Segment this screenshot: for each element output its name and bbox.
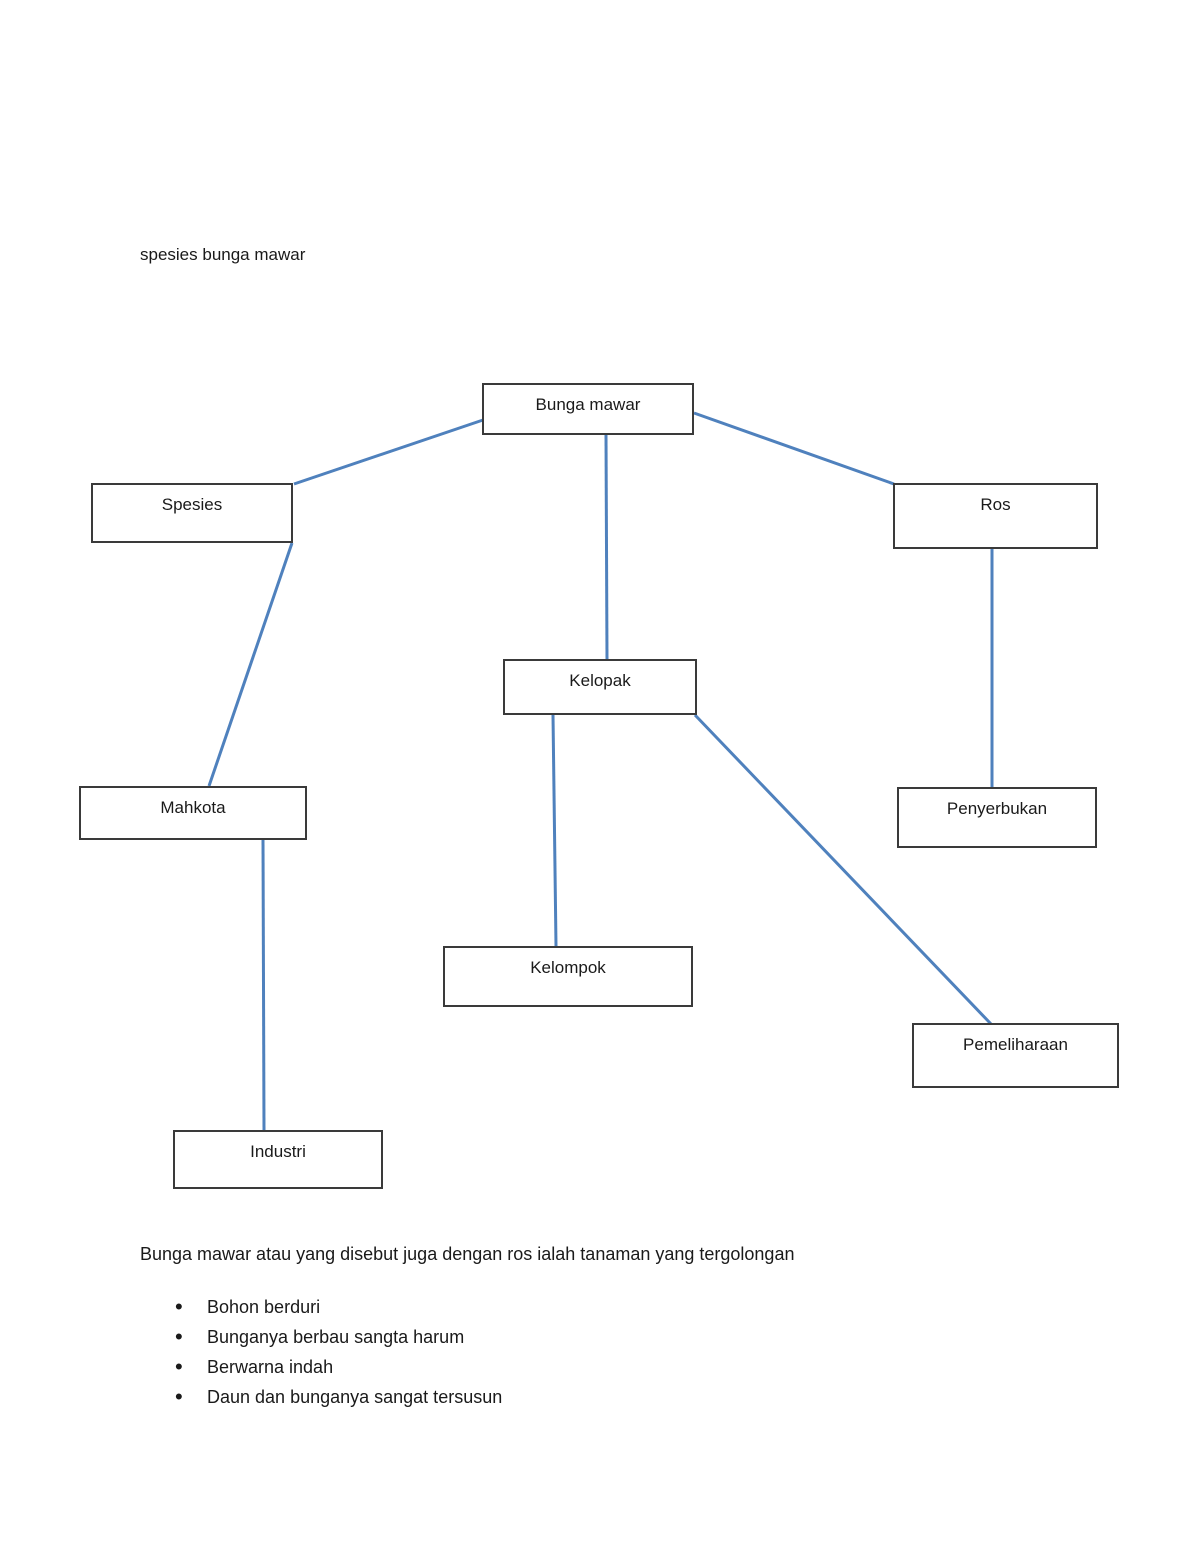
body-text-block: Bunga mawar atau yang disebut juga denga… [140, 1242, 1100, 1412]
connector-bunga-mawar-ros [693, 411, 895, 486]
intro-paragraph: Bunga mawar atau yang disebut juga denga… [140, 1244, 795, 1264]
node-label: Bunga mawar [535, 395, 641, 414]
node-penyerbukan: Penyerbukan [897, 787, 1097, 848]
node-mahkota: Mahkota [79, 786, 307, 840]
node-spesies: Spesies [91, 483, 293, 543]
connector-spesies-mahkota [207, 542, 294, 787]
node-label: Kelopak [569, 671, 631, 690]
list-item: Bunganya berbau sangta harum [175, 1322, 1100, 1352]
list-item: Bohon berduri [175, 1292, 1100, 1322]
node-label: Pemeliharaan [963, 1035, 1068, 1054]
node-bunga-mawar: Bunga mawar [482, 383, 694, 435]
page-title: spesies bunga mawar [140, 245, 306, 264]
node-kelompok: Kelompok [443, 946, 693, 1007]
node-label: Ros [980, 495, 1011, 514]
feature-bullet-list: Bohon berduri Bunganya berbau sangta har… [140, 1292, 1100, 1412]
connector-bunga-mawar-spesies [293, 418, 484, 486]
connector-bunga-mawar-kelopak [604, 434, 609, 660]
node-label: Mahkota [160, 798, 226, 817]
node-label: Spesies [161, 495, 223, 514]
connector-mahkota-industri [261, 839, 266, 1131]
node-pemeliharaan: Pemeliharaan [912, 1023, 1119, 1088]
list-item: Daun dan bunganya sangat tersusun [175, 1382, 1100, 1412]
list-item: Berwarna indah [175, 1352, 1100, 1382]
connector-kelopak-pemeliharaan [693, 713, 993, 1026]
node-ros: Ros [893, 483, 1098, 549]
node-label: Industri [250, 1142, 306, 1161]
node-kelopak: Kelopak [503, 659, 697, 715]
node-label: Kelompok [530, 958, 606, 977]
node-industri: Industri [173, 1130, 383, 1189]
connector-kelopak-kelompok [551, 714, 558, 947]
node-label: Penyerbukan [946, 799, 1048, 818]
